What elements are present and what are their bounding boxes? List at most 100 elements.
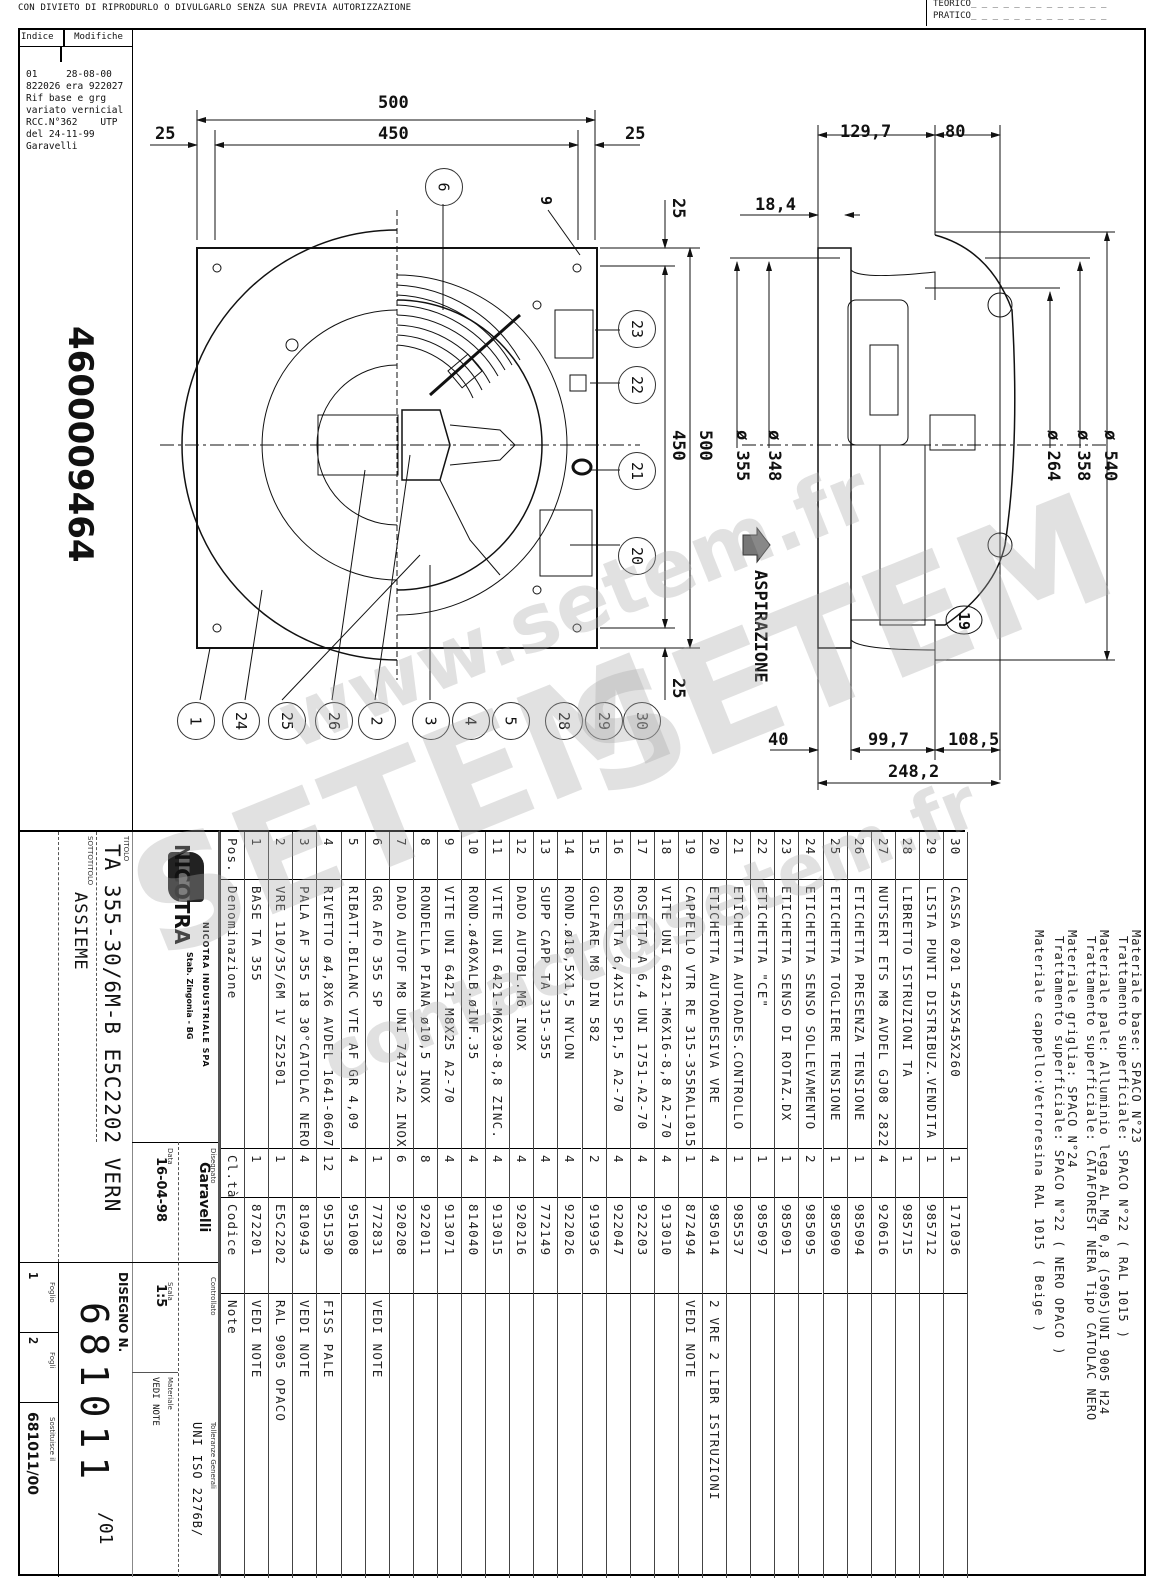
bom-code: 951530 xyxy=(317,1198,341,1294)
bom-note xyxy=(342,1294,365,1578)
bom-pos: 10 xyxy=(462,832,486,880)
bom-denomination: LISTA PUNTI DISTRIBUZ.VENDITA xyxy=(920,880,943,1148)
bom-note xyxy=(920,1294,943,1578)
bom-pos-text: 28 xyxy=(899,838,915,856)
weight-practical: PRATICO_ _ _ _ _ _ _ _ _ _ _ _ _ xyxy=(933,11,1107,21)
bom-qty-text: 1 xyxy=(779,1155,795,1164)
bom-code: 872494 xyxy=(678,1198,702,1294)
bom-code: 171036 xyxy=(944,1198,968,1294)
bom-qty: 4 xyxy=(703,1148,727,1198)
bom-pos-text: 30 xyxy=(948,838,963,856)
bom-denomination-text: GRG AFO 355 SP xyxy=(369,886,385,1009)
bom-note: VEDI NOTE xyxy=(293,1294,316,1578)
bom-qty-text: 2 xyxy=(586,1155,602,1164)
balloon-21: 21 xyxy=(618,452,656,490)
bom-pos: 5 xyxy=(341,832,365,880)
bom-denomination-text: ETICHETTA SENSO DI ROTAZ.DX xyxy=(779,886,795,1122)
bom-qty: 1 xyxy=(751,1148,775,1198)
company-full-name: NICOTRA INDUSTRIALE SPA xyxy=(201,922,210,1068)
balloon-19: 19 xyxy=(955,612,973,631)
bom-code: 919936 xyxy=(582,1198,606,1294)
bom-qty-text: 1 xyxy=(273,1155,289,1164)
balloon-29: 29 xyxy=(585,702,623,740)
dim-dia-358: ø 358 xyxy=(1073,430,1093,482)
material-label: Materiale xyxy=(166,1377,174,1410)
bom-denomination: ROND.ø18,5X1,5 NYLON xyxy=(558,880,581,1148)
bom-qty-text: 4 xyxy=(707,1155,722,1164)
bom-qty: 6 xyxy=(389,1148,413,1198)
bom-code: 985095 xyxy=(799,1198,823,1294)
bom-denomination-text: GOLFARE M8 DIN 582 xyxy=(586,886,602,1044)
subtitle-label: SOTTOTITOLO xyxy=(86,836,94,886)
bom-denomination-text: RONDELLA PIANA ø10,5 INOX xyxy=(417,886,433,1105)
bom-pos-text: Pos. xyxy=(225,838,240,873)
bom-qty: 1 xyxy=(775,1148,799,1198)
bom-note: VEDI NOTE xyxy=(245,1294,268,1578)
bom-pos: 13 xyxy=(534,832,558,880)
bom-denomination: RIBATT.BILANC VTE AF GR 4,09 xyxy=(342,880,365,1148)
bom-denomination-text: ROSETTA 6,4X15 SP1,5 A2-70 xyxy=(610,886,626,1113)
bom-denomination: ETICHETTA AUTOADES.CONTROLLO xyxy=(727,880,750,1148)
company-logo-text: NICOTRA xyxy=(170,844,194,945)
bom-note xyxy=(631,1294,654,1578)
note-base-material: Materiale base: SPACO N°23 xyxy=(1129,930,1143,1144)
bom-denomination: VITE UNI 6421 M8X25 A2-70 xyxy=(438,880,461,1148)
bom-code-text: 913071 xyxy=(441,1204,457,1257)
bom-note-text: RAL 9005 OPACO xyxy=(273,1300,289,1423)
bom-qty: 4 xyxy=(654,1148,678,1198)
bom-qty-text: 4 xyxy=(610,1155,626,1164)
bom-pos: 1 xyxy=(245,832,269,880)
bom-pos: 25 xyxy=(823,832,847,880)
bom-note xyxy=(727,1294,750,1578)
bom-note xyxy=(896,1294,919,1578)
bom-denomination-text: BASE TA 355 xyxy=(249,886,265,982)
bom-note-text: VEDI NOTE xyxy=(369,1300,385,1379)
bom-code-text: 913010 xyxy=(658,1204,674,1257)
bom-code: 985712 xyxy=(919,1198,943,1294)
dim-side-99-7: 99,7 xyxy=(868,730,909,750)
bom-qty: 1 xyxy=(919,1148,943,1198)
tolerance-label: Tolleranze Generali xyxy=(209,1422,217,1489)
bom-pos: 20 xyxy=(703,832,727,880)
bom-pos-text: 5 xyxy=(345,838,361,847)
bom-qty-text: 4 xyxy=(875,1155,891,1164)
bom-qty-text: 4 xyxy=(514,1155,530,1164)
balloon-2: 2 xyxy=(358,702,396,740)
drawing-revision: /01 xyxy=(95,1512,116,1545)
bom-qty: 1 xyxy=(823,1148,847,1198)
bom-denomination-text: ETICHETTA TOGLIERE TENSIONE xyxy=(827,886,843,1122)
bom-code: 872201 xyxy=(245,1198,269,1294)
bom-code-text: 913015 xyxy=(490,1204,506,1257)
bom-pos: 21 xyxy=(727,832,751,880)
bom-code: 913010 xyxy=(654,1198,678,1294)
bom-denomination-text: LIBRETTO ISTRUZIONI TA xyxy=(899,886,915,1078)
bom-pos: Pos. xyxy=(221,832,245,880)
bom-denomination-text: DADO AUTOF M8 UNI 7473-A2 INOX xyxy=(393,886,409,1148)
bom-qty: 8 xyxy=(413,1148,437,1198)
bom-qty: 2 xyxy=(799,1148,823,1198)
bom-code-text: 922026 xyxy=(562,1204,578,1257)
drawing-scale: 1:5 xyxy=(153,1284,168,1308)
bom-code-text: 920208 xyxy=(393,1204,409,1257)
bom-pos: 7 xyxy=(389,832,413,880)
bom-pos: 18 xyxy=(654,832,678,880)
bom-code-text: 920616 xyxy=(875,1204,891,1257)
bom-qty-text: 1 xyxy=(755,1155,771,1164)
bom-qty: 4 xyxy=(510,1148,534,1198)
note-grille-material: Materiale griglia: SPACO N°24 xyxy=(1065,930,1079,1169)
bom-code: 920208 xyxy=(389,1198,413,1294)
bom-pos: 15 xyxy=(582,832,606,880)
bom-pos-text: 27 xyxy=(875,838,891,856)
revision-header: Indice Modifiche xyxy=(18,28,132,47)
bom-qty-text: 1 xyxy=(249,1155,265,1164)
bom-pos-text: 14 xyxy=(562,838,578,856)
dim-side-80: 80 xyxy=(945,122,966,142)
bom-code-text: 985097 xyxy=(755,1204,771,1257)
balloon-5: 5 xyxy=(492,702,530,740)
